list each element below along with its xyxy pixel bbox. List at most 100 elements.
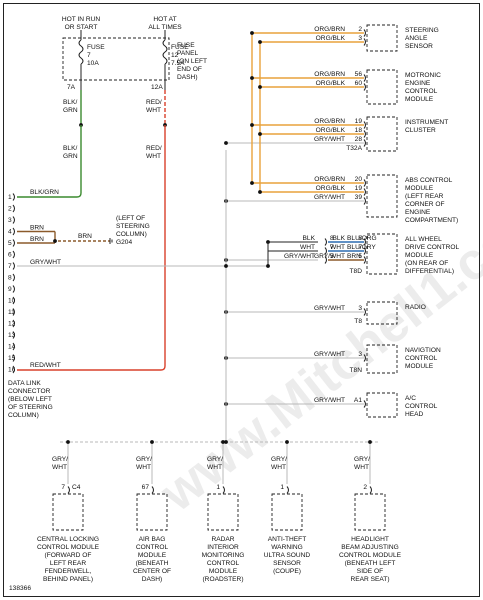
module-wire-color: GRY/ (271, 456, 287, 463)
module-name: REAR SEAT) (350, 576, 389, 583)
dlc-pin-number: 6 (8, 252, 12, 259)
module-name: ABS CONTROL (405, 177, 453, 184)
module-box (366, 233, 398, 275)
module-wire-color: GRY/ (207, 456, 223, 463)
module-box (366, 69, 398, 105)
fuse-panel-label: PANEL (177, 50, 198, 57)
splice-gry-wht (224, 440, 228, 444)
splice-gry-wht (224, 141, 228, 145)
module-name: CORNER OF (405, 201, 445, 208)
module-wire-color: WHT (300, 244, 315, 251)
splice-gry-wht (368, 440, 372, 444)
module-wire-color: ORG/BLK (316, 35, 346, 42)
module-pin: 5 (330, 253, 334, 260)
wire-label-red-wht: WHT (146, 107, 161, 114)
module-pin: 18 (355, 127, 363, 134)
module-connector-id: T8 (354, 318, 362, 325)
module-connector (363, 121, 366, 129)
module-name: INSTRUMENT (405, 119, 448, 126)
module-wire-color: WHT (330, 244, 345, 251)
wire-label-blk-grn: BLK/ (63, 145, 77, 152)
module-connector-id: T32A (346, 145, 362, 152)
module-pin: 7 (358, 244, 362, 251)
splice-gry-wht (221, 440, 225, 444)
dlc-pin-number: 14 (8, 344, 16, 351)
fuse-name: 7 (87, 52, 91, 59)
dlc-pin-number: 16 (8, 367, 16, 374)
module-name: CONTROL MODULE (37, 544, 100, 551)
wire-label-blk-grn: GRN (63, 107, 78, 114)
module-wire-color: WHT (207, 464, 222, 471)
module-pin: 1 (216, 484, 220, 491)
dlc-pin-number: 13 (8, 332, 16, 339)
dlc-pin (12, 365, 15, 374)
dlc-pin (12, 308, 15, 316)
module-wire-color: GRY/WHT (314, 253, 345, 260)
inline-connector (324, 238, 327, 246)
module-name: RADAR (211, 536, 234, 543)
module-name: STEERING (405, 27, 439, 34)
module-wire-color: GRY/WHT (314, 351, 345, 358)
wire-blk-grn (17, 125, 82, 198)
module-name: (LEFT REAR (405, 193, 444, 200)
module-connector (363, 188, 366, 196)
module-pin: 8 (358, 235, 362, 242)
module-name: MODULE (138, 552, 167, 559)
module-wire-color: BLK (333, 235, 346, 242)
module-name: INTERIOR (207, 544, 239, 551)
module-connector (151, 486, 154, 494)
module-wire-color: BLU/GRY (347, 244, 376, 251)
fuse-panel-label: FUSE (177, 42, 195, 49)
module-wire-color: ORG/BRN (314, 118, 345, 125)
module-name: MODULE (405, 185, 434, 192)
wire-label-brn: BRN (30, 236, 44, 243)
inline-connector (324, 256, 327, 264)
fuse-name: FUSE (87, 44, 105, 51)
module-name: CLUSTER (405, 127, 436, 134)
module-name: CONTROL (207, 560, 240, 567)
module-connector (363, 354, 366, 362)
dlc-pin-number: 8 (8, 275, 12, 282)
module-pin: 7 (61, 484, 65, 491)
module-box (354, 493, 386, 531)
module-connector-id: C4 (72, 484, 81, 491)
fuse-name: 7.5A (171, 60, 185, 67)
module-pin: 5 (358, 253, 362, 260)
module-name: MODULE (405, 252, 434, 259)
module-wire-color: WHT (136, 464, 151, 471)
fuse-panel-label: DASH) (177, 74, 198, 81)
wire-label-red-wht: RED/ (146, 145, 162, 152)
module-connector (363, 400, 366, 408)
module-name: MODULE (405, 363, 434, 370)
dlc-pin-number: 15 (8, 355, 16, 362)
module-pin: 8 (330, 235, 334, 242)
module-name: LEFT REAR (50, 560, 86, 567)
module-pin: 20 (355, 176, 363, 183)
module-name: AIR BAG (139, 536, 166, 543)
module-name: CONTROL (405, 355, 438, 362)
dlc-pin-number: 5 (8, 240, 12, 247)
module-box (366, 344, 398, 374)
splice-org-brn (250, 123, 254, 127)
module-name: MOTRONIC (405, 72, 441, 79)
module-name: ENGINE (405, 80, 431, 87)
module-name: CENTRAL LOCKING (37, 536, 99, 543)
module-wire-color: BLU/ORG (347, 235, 377, 242)
module-connector-id: T8N (350, 367, 363, 374)
module-connector (363, 197, 366, 205)
module-name: (BENEATH (136, 560, 169, 567)
module-pin: 1 (280, 484, 284, 491)
module-wire-color: ORG/BLK (316, 127, 346, 134)
module-name: RADIO (405, 304, 426, 311)
module-connector (363, 247, 366, 255)
module-pin: 56 (355, 71, 363, 78)
module-name: WARNING (271, 544, 303, 551)
dlc-label: COLUMN) (8, 412, 39, 419)
module-name: ALL WHEEL (405, 236, 442, 243)
wires-layer (12, 24, 398, 531)
module-name: HEADLIGHT (351, 536, 389, 543)
splice-org-blk (258, 190, 262, 194)
fuse-pin-label: 7A (67, 84, 76, 91)
